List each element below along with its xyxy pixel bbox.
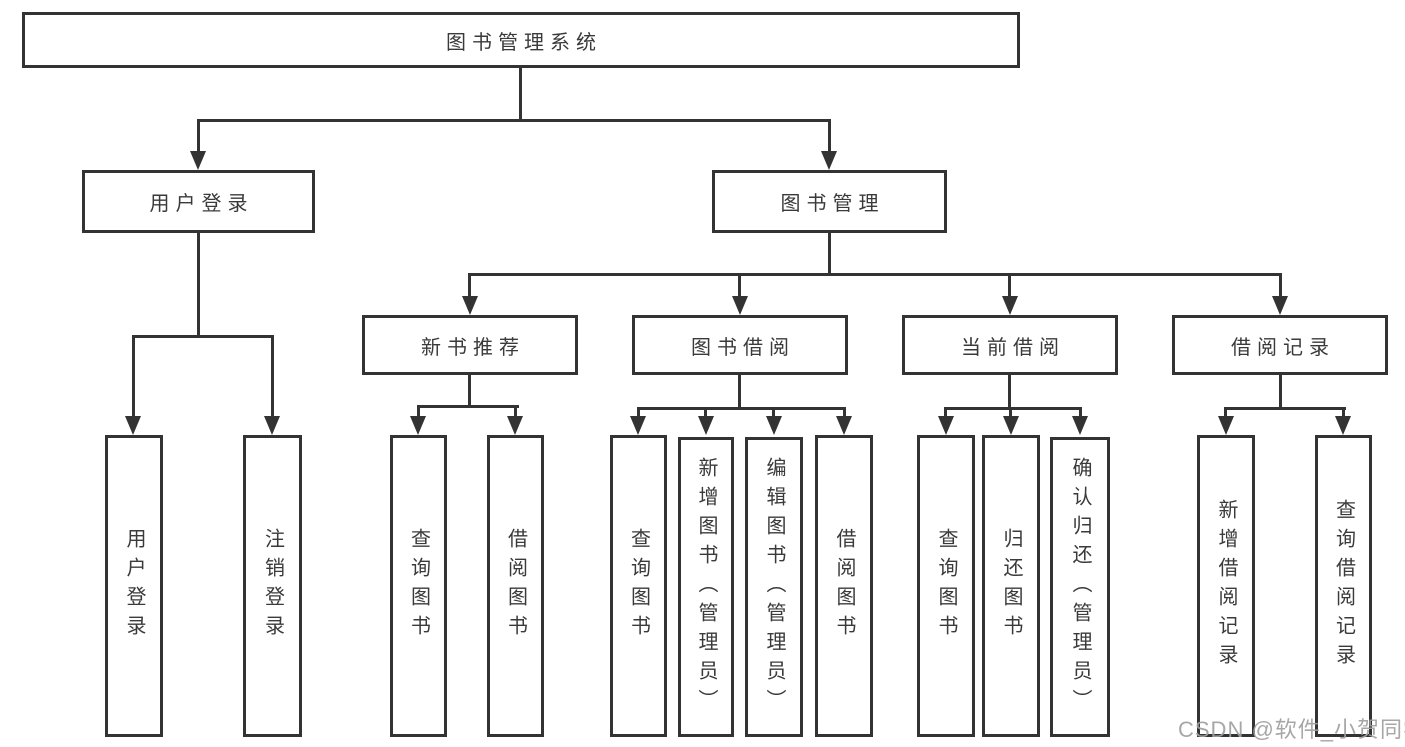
arrowhead-down-icon	[766, 416, 782, 435]
leaf-current-return-books: 归还图书	[982, 435, 1040, 737]
node-root: 图书管理系统	[22, 12, 1020, 68]
arrowhead-down-icon	[507, 416, 523, 435]
arrowhead-down-icon	[836, 416, 852, 435]
connector-line	[1009, 407, 1012, 417]
arrowhead-down-icon	[1072, 416, 1088, 435]
connector-line	[1008, 273, 1011, 297]
leaf-records-query-record: 查询借阅记录	[1315, 435, 1372, 737]
node-book-borrow: 图书借阅	[632, 315, 848, 375]
connector-line	[738, 375, 741, 407]
connector-line	[1224, 407, 1227, 417]
connector-line	[132, 335, 274, 338]
connector-line	[1342, 407, 1345, 417]
connector-line	[1279, 375, 1282, 407]
node-book-management: 图书管理	[712, 170, 947, 233]
arrowhead-down-icon	[630, 416, 646, 435]
connector-line	[637, 407, 846, 410]
connector-line	[828, 233, 831, 273]
connector-line	[271, 335, 274, 417]
arrowhead-down-icon	[264, 416, 280, 435]
arrowhead-down-icon	[1218, 416, 1234, 435]
connector-line	[132, 335, 135, 417]
connector-line	[514, 405, 517, 417]
leaf-borrow-borrow-books: 借阅图书	[815, 435, 873, 737]
leaf-records-add-record: 新增借阅记录	[1197, 435, 1255, 737]
leaf-borrow-add-books-admin: 新增图书（管理员）	[678, 437, 734, 737]
arrowhead-down-icon	[410, 416, 426, 435]
watermark: CSDN @软件_小贺同学	[1178, 717, 1405, 742]
connector-line	[828, 119, 831, 152]
leaf-newbook-borrow-books: 借阅图书	[487, 435, 544, 737]
arrowhead-down-icon	[462, 296, 478, 315]
connector-line	[197, 119, 200, 152]
leaf-current-query-books: 查询图书	[917, 435, 975, 737]
arrowhead-down-icon	[125, 416, 141, 435]
node-new-book-recommend: 新书推荐	[362, 315, 578, 375]
arrowhead-down-icon	[938, 416, 954, 435]
connector-line	[197, 233, 200, 335]
connector-line	[417, 405, 519, 408]
arrowhead-down-icon	[821, 151, 837, 170]
connector-line	[197, 119, 831, 122]
arrowhead-down-icon	[1335, 416, 1351, 435]
leaf-user-login: 用户登录	[105, 435, 163, 737]
connector-line	[944, 407, 947, 417]
connector-line	[1079, 407, 1082, 417]
connector-line	[519, 68, 522, 119]
arrowhead-down-icon	[190, 151, 206, 170]
leaf-newbook-query-books: 查询图书	[390, 435, 447, 737]
connector-line	[468, 273, 1282, 276]
node-current-borrow: 当前借阅	[902, 315, 1118, 375]
connector-line	[738, 273, 741, 297]
connector-line	[704, 407, 707, 417]
arrowhead-down-icon	[1003, 416, 1019, 435]
node-borrow-records: 借阅记录	[1172, 315, 1388, 375]
arrowhead-down-icon	[1002, 296, 1018, 315]
arrowhead-down-icon	[732, 296, 748, 315]
connector-line	[468, 375, 471, 405]
connector-line	[1224, 407, 1346, 410]
leaf-borrow-query-books: 查询图书	[610, 435, 667, 737]
leaf-borrow-edit-books-admin: 编辑图书（管理员）	[745, 437, 803, 737]
connector-line	[772, 407, 775, 417]
connector-line	[944, 407, 1082, 410]
connector-line	[417, 405, 420, 417]
arrowhead-down-icon	[698, 416, 714, 435]
connector-line	[1279, 273, 1282, 297]
connector-line	[1008, 375, 1011, 407]
connector-line	[637, 407, 640, 417]
connector-line	[468, 273, 471, 297]
leaf-current-confirm-return-admin: 确认归还（管理员）	[1050, 437, 1110, 737]
node-user-login: 用户登录	[82, 170, 315, 233]
leaf-logout: 注销登录	[243, 435, 302, 737]
connector-line	[843, 407, 846, 417]
arrowhead-down-icon	[1272, 296, 1288, 315]
